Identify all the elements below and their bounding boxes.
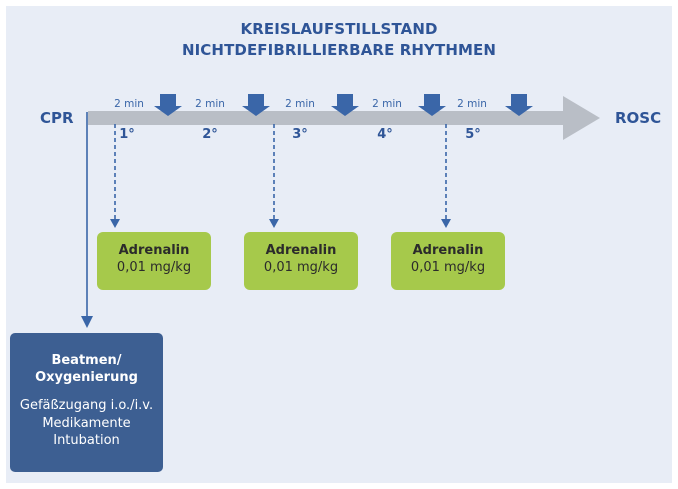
measures-heading-line2: Oxygenierung — [35, 370, 138, 385]
diagram-title-line2: NICHTDEFIBRILLIERBARE RHYTHMEN — [181, 41, 497, 59]
cpr-connector-arrowhead — [81, 316, 93, 328]
drug-dashed-connectors — [114, 124, 447, 220]
drug-box-1: Adrenalin 0,01 mg/kg — [97, 232, 211, 290]
drug-name: Adrenalin — [412, 243, 484, 258]
drug-name: Adrenalin — [118, 243, 190, 258]
measures-heading-line1: Beatmen/ — [51, 353, 122, 368]
cycle-label: 5° — [465, 127, 481, 142]
drug-connector-arrowheads — [110, 219, 451, 228]
measures-item: Medikamente — [42, 415, 131, 431]
drug-connector-arrowhead — [110, 219, 120, 228]
rhythm-check-marker — [505, 94, 533, 116]
drug-connector-arrowhead — [441, 219, 451, 228]
cycle-label: 2° — [202, 127, 218, 142]
timeline-arrowhead — [563, 96, 600, 140]
timeline-start-label: CPR — [40, 109, 74, 127]
interval-label: 2 min — [114, 98, 144, 110]
interval-label: 2 min — [285, 98, 315, 110]
drug-box-3: Adrenalin 0,01 mg/kg — [391, 232, 505, 290]
interval-label: 2 min — [195, 98, 225, 110]
rhythm-check-marker — [154, 94, 182, 116]
interval-label: 2 min — [457, 98, 487, 110]
rhythm-check-marker — [418, 94, 446, 116]
drug-dose: 0,01 mg/kg — [263, 260, 339, 275]
cycle-label: 4° — [377, 127, 393, 142]
rhythm-check-marker — [242, 94, 270, 116]
timeline-end-label: ROSC — [615, 109, 662, 127]
timeline-bar — [88, 111, 566, 125]
drug-dose: 0,01 mg/kg — [116, 260, 192, 275]
drug-box-2: Adrenalin 0,01 mg/kg — [244, 232, 358, 290]
interval-label: 2 min — [372, 98, 402, 110]
rhythm-check-markers — [154, 94, 533, 116]
drug-dose: 0,01 mg/kg — [410, 260, 486, 275]
measures-box: Beatmen/ Oxygenierung Gefäßzugang i.o./i… — [10, 333, 163, 472]
drug-name: Adrenalin — [265, 243, 337, 258]
cycle-label: 3° — [292, 127, 308, 142]
drug-connector-arrowhead — [269, 219, 279, 228]
measures-item: Gefäßzugang i.o./i.v. — [19, 398, 154, 413]
measures-item: Intubation — [53, 433, 120, 448]
diagram-title-line1: KREISLAUFSTILLSTAND — [240, 20, 438, 38]
rhythm-check-marker — [331, 94, 359, 116]
cycle-label: 1° — [119, 127, 135, 142]
